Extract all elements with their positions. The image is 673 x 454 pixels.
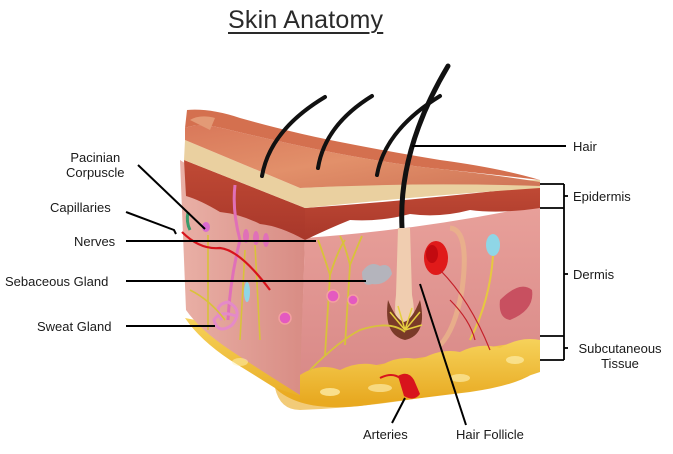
label-nerves: Nerves <box>74 234 116 249</box>
label-hair: Hair <box>573 139 597 154</box>
label-subcutaneous-line2: Tissue <box>601 356 639 371</box>
label-hair-follicle: Hair Follicle <box>456 427 524 442</box>
dermis-left-face <box>180 160 305 395</box>
label-dermis: Dermis <box>573 267 615 282</box>
label-sebaceous-gland: Sebaceous Gland <box>5 274 109 289</box>
label-pacinian-line1: Pacinian <box>70 150 121 165</box>
leader-lines <box>125 145 566 426</box>
pacinian-corpuscle-left <box>202 222 210 232</box>
arrector-pili-muscle <box>499 286 533 320</box>
label-subcutaneous-tissue: Subcutaneous Tissue <box>570 341 670 371</box>
dermis-front-face <box>300 205 540 380</box>
label-pacinian-corpuscle: Pacinian Corpuscle <box>66 150 125 180</box>
sebaceous-gland <box>362 264 392 285</box>
label-epidermis: Epidermis <box>573 189 631 204</box>
label-arteries: Arteries <box>363 427 408 442</box>
hair-strand-2 <box>316 94 374 170</box>
hair-strand-main <box>399 63 451 231</box>
layer-brackets <box>540 183 568 361</box>
artery <box>398 373 420 399</box>
epidermis-red-layer <box>305 186 540 240</box>
sweat-gland-coil <box>212 300 239 331</box>
page-title: Skin Anatomy <box>228 6 384 34</box>
pacinian-corpuscle-right <box>486 234 500 256</box>
hair-follicle-shaft <box>395 228 414 333</box>
label-pacinian-line2: Corpuscle <box>66 165 125 180</box>
hair-strand-1 <box>260 95 327 178</box>
label-capillaries: Capillaries <box>50 200 111 215</box>
label-sweat-gland: Sweat Gland <box>37 319 112 334</box>
label-subcutaneous-line1: Subcutaneous <box>578 341 662 356</box>
